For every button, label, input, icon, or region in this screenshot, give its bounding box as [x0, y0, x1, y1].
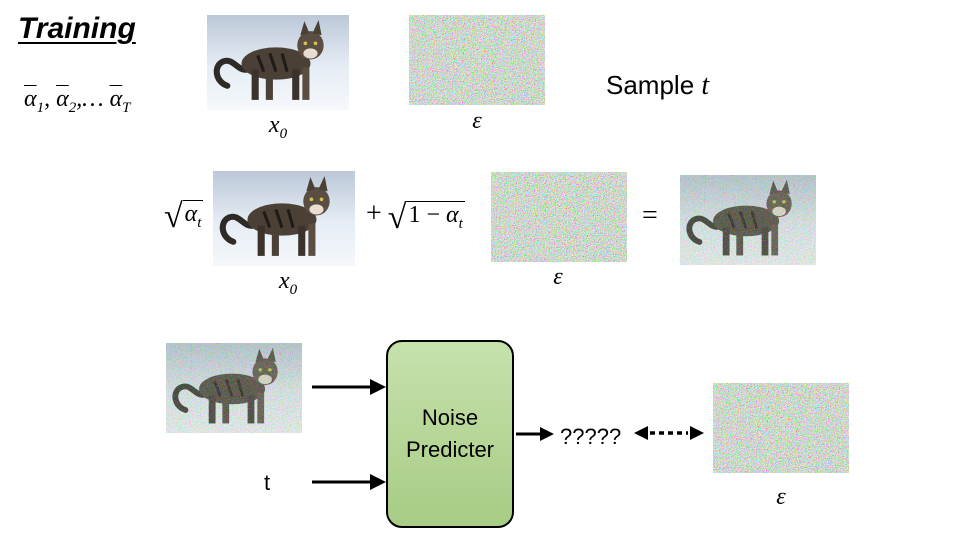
- caption-eps-target: ε: [744, 484, 818, 511]
- cat-photo-x0: [207, 15, 349, 110]
- caption-x0-top: x0: [238, 112, 318, 143]
- sqrt-one-minus-alpha-bar-t: + √1 − αt: [366, 198, 465, 237]
- noise-image-eps-target: [713, 383, 849, 473]
- timestep-input-label: t: [264, 470, 270, 496]
- noise-image-eps-top: [409, 15, 545, 105]
- arrow-right-icon: [516, 426, 554, 442]
- noisy-cat-image-result: [680, 175, 816, 265]
- noisy-cat-image-input: [166, 343, 302, 433]
- sqrt-alpha-bar-t: √αt: [164, 198, 203, 236]
- alpha-bar-sequence: α1, α2,… αT: [24, 86, 131, 117]
- equals-sign: =: [642, 200, 658, 232]
- double-arrow-dotted-icon: [634, 424, 704, 442]
- section-title: Training: [18, 12, 136, 46]
- noise-image-eps-equation: [491, 172, 627, 262]
- cat-photo-x0-equation: [213, 171, 355, 266]
- caption-x0-equation: x0: [248, 268, 328, 299]
- sample-t-label: Sample t: [606, 70, 709, 102]
- unknown-output: ?????: [560, 424, 621, 450]
- arrow-right-icon: [312, 473, 386, 491]
- caption-eps-equation: ε: [521, 264, 595, 291]
- arrow-right-icon: [312, 378, 386, 396]
- caption-eps-top: ε: [440, 108, 514, 135]
